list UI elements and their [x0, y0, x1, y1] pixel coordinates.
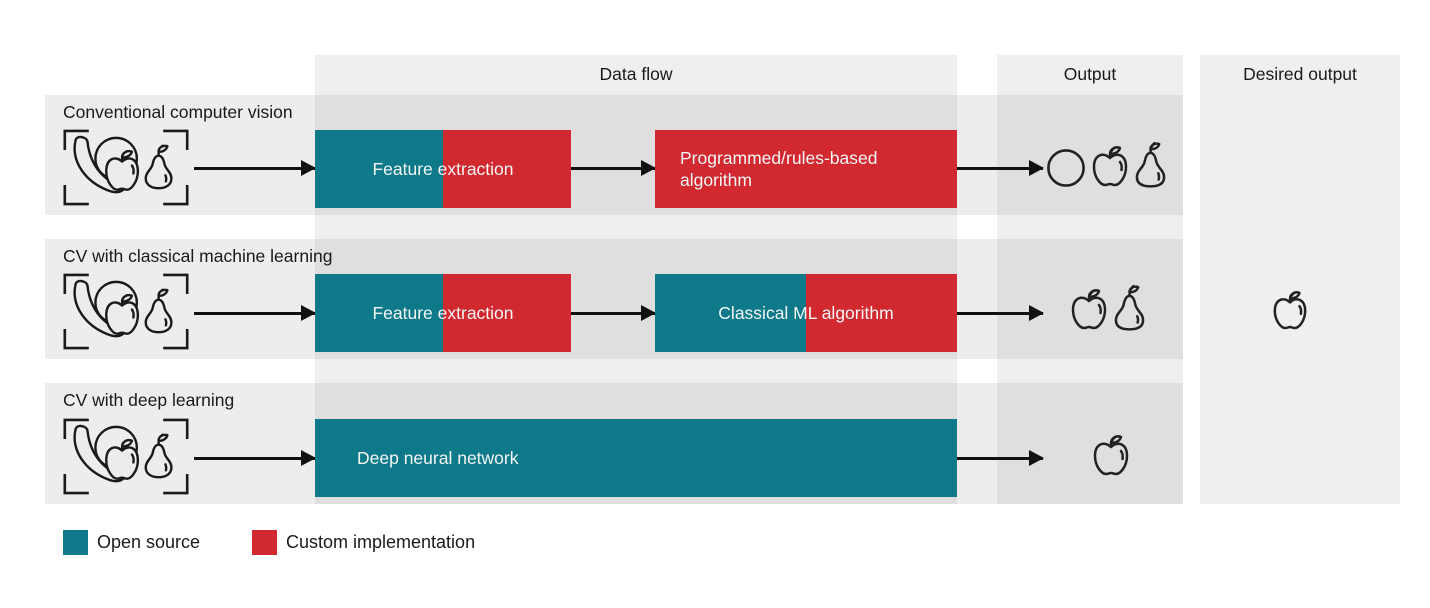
open-source-segment [315, 130, 443, 208]
orange-icon [1046, 148, 1086, 188]
row-label-classical-ml: CV with classical machine learning [63, 246, 333, 266]
row-label-deep-learning: CV with deep learning [63, 390, 235, 410]
desired-output-icon-group [1272, 287, 1308, 331]
legend-label-custom-implementation: Custom implementation [286, 532, 476, 552]
arrow-input-to-feature-extraction [194, 167, 315, 170]
pear-icon [1113, 284, 1146, 331]
process-box-label: Feature extraction [372, 303, 514, 323]
output-icons-row-deep-learning [1092, 430, 1130, 477]
arrow-input-to-network [194, 457, 315, 460]
apple-icon [1091, 144, 1129, 188]
fruit-group-input-icon [62, 418, 190, 495]
legend-label-open-source: Open source [97, 532, 201, 552]
process-box-label: Feature extraction [372, 159, 514, 179]
legend-swatch-open-source [63, 530, 88, 555]
apple-icon [1070, 287, 1108, 331]
open-source-segment [655, 274, 806, 352]
header-data-flow: Data flow [599, 64, 673, 84]
process-box-label: Deep neural network [357, 448, 519, 468]
process-box-deep-neural-network: Deep neural network [315, 419, 957, 497]
process-box-classical-ml-algorithm: Classical ML algorithm [655, 274, 957, 352]
process-box-feature-extraction-2: Feature extraction [315, 274, 571, 352]
pear-icon [1134, 141, 1167, 188]
arrow-network-to-output [957, 457, 1043, 460]
open-source-segment [315, 274, 443, 352]
header-desired-output: Desired output [1243, 64, 1357, 84]
process-box-feature-extraction-1: Feature extraction [315, 130, 571, 208]
process-box-label: Programmed/rules-based algorithm [680, 148, 878, 190]
custom-implementation-segment [443, 274, 571, 352]
arrow-feature-to-algorithm [571, 312, 655, 315]
fruit-group-input-icon [62, 129, 190, 206]
arrow-algorithm-to-output [957, 167, 1043, 170]
output-column-band [997, 55, 1183, 504]
custom-implementation-segment [443, 130, 571, 208]
arrow-algorithm-to-output [957, 312, 1043, 315]
row-band-conventional [45, 95, 1183, 215]
header-output: Output [1063, 64, 1117, 84]
process-box-programmed-algorithm: Programmed/rules-based algorithm [655, 130, 957, 208]
row-band-classical-ml [45, 239, 1183, 359]
legend-swatch-custom-implementation [252, 530, 277, 555]
custom-implementation-segment [806, 274, 957, 352]
fruit-group-input-icon [62, 273, 190, 350]
desired-output-column-band [1200, 55, 1400, 504]
row-label-conventional: Conventional computer vision [63, 102, 293, 122]
apple-icon [1272, 289, 1308, 331]
process-box-label: Classical ML algorithm [718, 303, 894, 323]
custom-implementation-segment [655, 130, 957, 208]
arrow-input-to-feature-extraction [194, 312, 315, 315]
arrow-feature-to-algorithm [571, 167, 655, 170]
open-source-segment [315, 419, 957, 497]
apple-icon [1092, 433, 1130, 477]
output-icons-row-classical-ml [1070, 284, 1146, 331]
output-icons-row-conventional [1046, 141, 1167, 188]
